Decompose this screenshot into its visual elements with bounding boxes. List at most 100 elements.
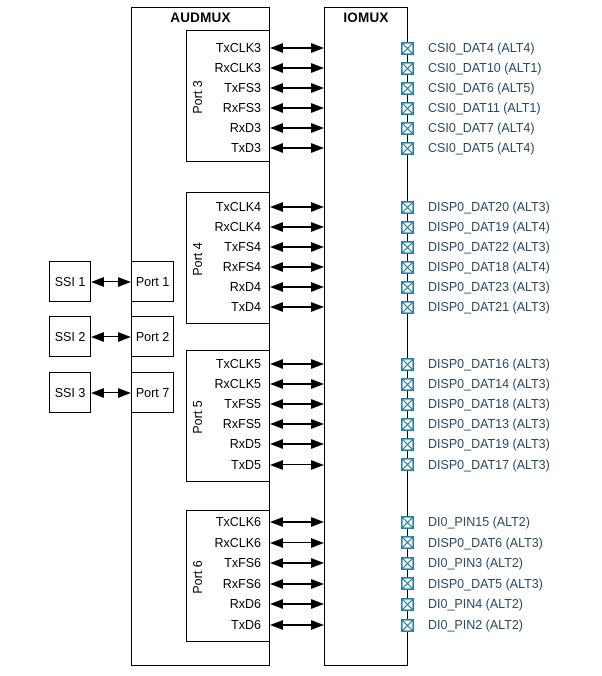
bidirectional-arrow bbox=[270, 379, 324, 390]
arrow-shaft bbox=[279, 127, 315, 129]
port-signal-label: RxD3 bbox=[229, 121, 261, 135]
pad-x-icon bbox=[401, 458, 414, 471]
bidirectional-arrow bbox=[270, 143, 324, 153]
port-signal-label: RxCLK5 bbox=[214, 377, 261, 392]
audmux-port-box: Port 1 bbox=[131, 261, 174, 302]
pad-x-icon bbox=[401, 200, 414, 214]
port-signal-label: TxD4 bbox=[231, 300, 261, 314]
audmux-title: AUDMUX bbox=[170, 10, 231, 25]
iomux-pad-label: DI0_PIN3 (ALT2) bbox=[428, 556, 523, 571]
ssi-box: SSI 2 bbox=[49, 316, 91, 357]
port-signal-label: RxFS3 bbox=[222, 101, 261, 115]
port-signal-label: TxFS5 bbox=[224, 397, 261, 412]
port-signal-label: RxCLK3 bbox=[214, 61, 261, 75]
bidirectional-arrow bbox=[91, 276, 131, 287]
iomux-pad-label: DISP0_DAT5 (ALT3) bbox=[428, 576, 543, 591]
arrow-shaft bbox=[100, 335, 122, 338]
port-signal-label: RxD6 bbox=[229, 597, 261, 612]
bidirectional-arrow bbox=[91, 331, 131, 342]
port-signal-label: TxCLK6 bbox=[215, 515, 261, 529]
arrow-shaft bbox=[279, 541, 315, 544]
iomux-pad-label: CSI0_DAT11 (ALT1) bbox=[428, 101, 541, 115]
iomux-pad-label: DI0_PIN2 (ALT2) bbox=[428, 618, 523, 632]
bidirectional-arrow bbox=[270, 620, 324, 630]
iomux-pad-label: DISP0_DAT19 (ALT3) bbox=[428, 437, 550, 452]
arrow-shaft bbox=[279, 266, 315, 268]
arrow-shaft bbox=[279, 226, 315, 228]
iomux-pad-label: DI0_PIN4 (ALT2) bbox=[428, 597, 523, 612]
audmux-port-box: Port 7 bbox=[131, 372, 174, 413]
pad-x-icon bbox=[401, 618, 414, 632]
iomux-title: IOMUX bbox=[343, 10, 389, 25]
arrow-shaft bbox=[279, 521, 315, 523]
arrow-shaft bbox=[279, 383, 315, 385]
bidirectional-arrow bbox=[270, 578, 324, 589]
iomux-pad-label: CSI0_DAT10 (ALT1) bbox=[428, 61, 542, 75]
bidirectional-arrow bbox=[270, 222, 324, 232]
port-signal-label: RxFS5 bbox=[222, 417, 261, 432]
iomux-pad-label: DISP0_DAT17 (ALT3) bbox=[428, 457, 550, 472]
bidirectional-arrow bbox=[270, 359, 324, 369]
pad-x-icon bbox=[401, 556, 414, 570]
iomux-pad-label: DISP0_DAT14 (ALT3) bbox=[428, 377, 550, 392]
bidirectional-arrow bbox=[270, 419, 324, 430]
port-signal-label: TxD5 bbox=[231, 457, 261, 472]
pad-x-icon bbox=[401, 240, 414, 254]
arrow-shaft bbox=[279, 107, 315, 109]
arrow-shaft bbox=[279, 206, 315, 208]
bidirectional-arrow bbox=[270, 202, 324, 212]
bidirectional-arrow bbox=[270, 63, 324, 73]
bidirectional-arrow bbox=[270, 103, 324, 113]
pad-x-icon bbox=[401, 260, 414, 274]
bidirectional-arrow bbox=[270, 282, 324, 292]
arrow-shaft bbox=[100, 280, 122, 283]
port-signal-label: RxCLK4 bbox=[214, 220, 261, 234]
pad-x-icon bbox=[401, 357, 414, 371]
iomux-pad-label: CSI0_DAT5 (ALT4) bbox=[428, 141, 535, 155]
pad-x-icon bbox=[401, 61, 414, 75]
iomux-pad-label: DISP0_DAT20 (ALT3) bbox=[428, 200, 550, 214]
iomux-box: IOMUX bbox=[324, 7, 408, 666]
iomux-pad-label: DISP0_DAT18 (ALT3) bbox=[428, 397, 550, 412]
port-signal-label: RxD4 bbox=[229, 280, 261, 294]
bidirectional-arrow bbox=[270, 517, 324, 527]
bidirectional-arrow bbox=[270, 399, 324, 410]
arrow-shaft bbox=[279, 246, 315, 248]
port-signal-label: TxCLK3 bbox=[215, 41, 261, 55]
pad-x-icon bbox=[401, 300, 414, 314]
pad-x-icon bbox=[401, 597, 414, 611]
iomux-pad-label: DISP0_DAT22 (ALT3) bbox=[428, 240, 550, 254]
pad-x-icon bbox=[401, 220, 414, 234]
bidirectional-arrow bbox=[270, 242, 324, 252]
port-signal-label: TxFS4 bbox=[224, 240, 261, 254]
port-signal-label: TxCLK5 bbox=[215, 357, 261, 371]
pad-x-icon bbox=[401, 101, 414, 115]
port-signal-label: RxD5 bbox=[229, 437, 261, 452]
iomux-pad-label: DISP0_DAT19 (ALT4) bbox=[428, 220, 550, 234]
pad-x-icon bbox=[401, 121, 414, 135]
port-group-box-6: Port 6 bbox=[186, 510, 270, 642]
arrow-shaft bbox=[279, 562, 315, 564]
arrow-shaft bbox=[279, 624, 315, 626]
port-signal-label: TxCLK4 bbox=[215, 200, 261, 214]
pad-x-icon bbox=[401, 397, 414, 411]
bidirectional-arrow bbox=[270, 302, 324, 312]
port-group-box-4: Port 4 bbox=[186, 192, 270, 324]
arrow-shaft bbox=[279, 286, 315, 288]
arrow-shaft bbox=[100, 391, 122, 394]
arrow-shaft bbox=[279, 403, 315, 405]
port-signal-label: TxD3 bbox=[231, 141, 261, 155]
port-signal-label: RxFS4 bbox=[222, 260, 261, 274]
pad-x-icon bbox=[401, 515, 414, 529]
bidirectional-arrow bbox=[270, 83, 324, 93]
arrow-shaft bbox=[279, 67, 315, 69]
iomux-pad-label: DISP0_DAT13 (ALT3) bbox=[428, 417, 550, 432]
arrow-shaft bbox=[279, 423, 315, 426]
bidirectional-arrow bbox=[270, 459, 324, 470]
bidirectional-arrow bbox=[270, 123, 324, 133]
arrow-shaft bbox=[279, 147, 315, 149]
pad-x-icon bbox=[401, 41, 414, 55]
port-signal-label: RxFS6 bbox=[222, 576, 261, 591]
bidirectional-arrow bbox=[270, 558, 324, 569]
